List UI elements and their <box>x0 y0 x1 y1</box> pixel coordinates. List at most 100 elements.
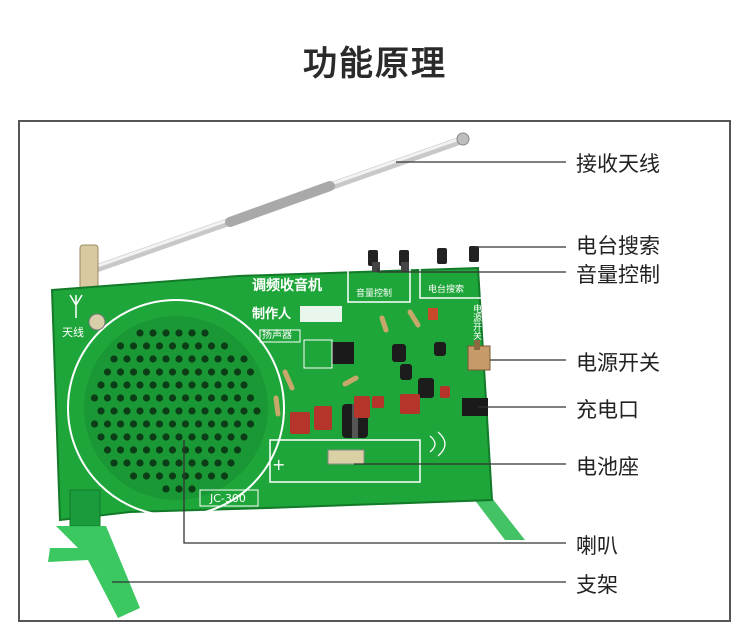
speaker-hole <box>220 368 229 376</box>
speaker-hole <box>142 368 151 376</box>
maker-label: 制作人 <box>252 306 292 322</box>
speaker-hole <box>136 459 144 467</box>
speaker-hole <box>253 407 261 415</box>
speaker-hole <box>149 329 157 337</box>
speaker-hole <box>162 433 170 441</box>
speaker-hole <box>181 342 190 350</box>
speaker-hole <box>110 355 118 363</box>
speaker-hole <box>155 342 164 350</box>
speaker-hole <box>168 394 177 402</box>
speaker-hole <box>162 381 170 389</box>
speaker-hole <box>162 329 170 337</box>
speaker-hole <box>116 342 125 350</box>
speaker-hole <box>103 420 112 428</box>
speaker-hole <box>194 368 203 376</box>
speaker-hole <box>194 394 203 402</box>
speaker-hole <box>142 446 151 454</box>
film-capacitors <box>290 386 450 434</box>
speaker-hole <box>207 472 216 480</box>
speaker-hole <box>233 420 242 428</box>
speaker-hole <box>123 407 131 415</box>
speaker-hole <box>168 446 177 454</box>
speaker-hole <box>188 381 196 389</box>
callout-stand: 支架 <box>576 573 618 597</box>
speaker-hole <box>246 394 255 402</box>
speaker-hole <box>188 329 196 337</box>
speaker-hole <box>110 381 118 389</box>
speaker-hole <box>149 459 157 467</box>
speaker-hole <box>116 394 125 402</box>
speaker-hole <box>227 433 235 441</box>
speaker-hole <box>175 381 183 389</box>
speaker-hole <box>175 329 183 337</box>
ic-chip <box>332 342 354 364</box>
speaker-hole <box>201 433 209 441</box>
speaker-hole <box>201 355 209 363</box>
power-silk-label: 电源开关 <box>471 303 482 341</box>
speaker-hole <box>207 342 216 350</box>
speaker-hole <box>142 472 151 480</box>
speaker-hole <box>162 355 170 363</box>
speaker-hole <box>123 381 131 389</box>
speaker-hole <box>227 459 235 467</box>
speaker-hole <box>188 485 196 493</box>
page-title: 功能原理 <box>303 44 447 84</box>
speaker-hole <box>181 472 190 480</box>
speaker-hole <box>149 407 157 415</box>
speaker-hole <box>129 394 138 402</box>
speaker-hole <box>136 355 144 363</box>
callout-battery-holder: 电池座 <box>576 455 639 479</box>
speaker-hole <box>149 381 157 389</box>
speaker-hole <box>194 472 203 480</box>
speaker-hole <box>214 407 222 415</box>
speaker-hole <box>188 459 196 467</box>
speaker-hole <box>201 459 209 467</box>
speaker-hole <box>240 407 248 415</box>
speaker-hole <box>90 394 99 402</box>
speaker-hole <box>207 446 216 454</box>
speaker-hole <box>220 420 229 428</box>
speaker-grille <box>90 329 261 493</box>
model-label: JC-300 <box>209 492 246 505</box>
speaker-hole <box>194 342 203 350</box>
speaker-hole <box>123 355 131 363</box>
speaker-hole <box>136 381 144 389</box>
speaker-hole <box>168 342 177 350</box>
speaker-hole <box>220 342 229 350</box>
speaker-hole <box>175 407 183 415</box>
charging-port <box>462 398 488 416</box>
electrolytic-capacitors <box>342 342 446 438</box>
speaker-hole <box>97 381 105 389</box>
speaker-hole <box>110 459 118 467</box>
speaker-hole <box>201 407 209 415</box>
speaker-hole <box>168 472 177 480</box>
speaker-hole <box>155 368 164 376</box>
speaker-hole <box>149 433 157 441</box>
speaker-hole <box>103 446 112 454</box>
station-silk-label: 电台搜索 <box>428 283 464 295</box>
battery-holder <box>269 439 421 483</box>
speaker-hole <box>207 420 216 428</box>
speaker-hole <box>227 355 235 363</box>
speaker-hole <box>168 368 177 376</box>
speaker-hole <box>188 407 196 415</box>
speaker-hole <box>220 472 229 480</box>
speaker-hole <box>162 459 170 467</box>
speaker-hole <box>142 342 151 350</box>
pcb-board: 天线 调频收音机 制作人 扬声器 JC-300 音量控制 电台搜索 电源开关 <box>50 246 494 522</box>
speaker-hole <box>110 433 118 441</box>
speaker-hole <box>110 407 118 415</box>
speaker-hole <box>233 446 242 454</box>
speaker-hole <box>181 368 190 376</box>
speaker-hole <box>155 394 164 402</box>
speaker-hole <box>194 420 203 428</box>
speaker-hole <box>149 355 157 363</box>
speaker-hole <box>116 368 125 376</box>
battery-plus-sign: + <box>272 455 285 474</box>
resistors <box>273 309 421 417</box>
speaker-hole <box>201 381 209 389</box>
callout-charging-port: 充电口 <box>576 398 639 422</box>
speaker-hole <box>129 446 138 454</box>
speaker-hole <box>129 368 138 376</box>
figure-frame <box>18 120 731 622</box>
